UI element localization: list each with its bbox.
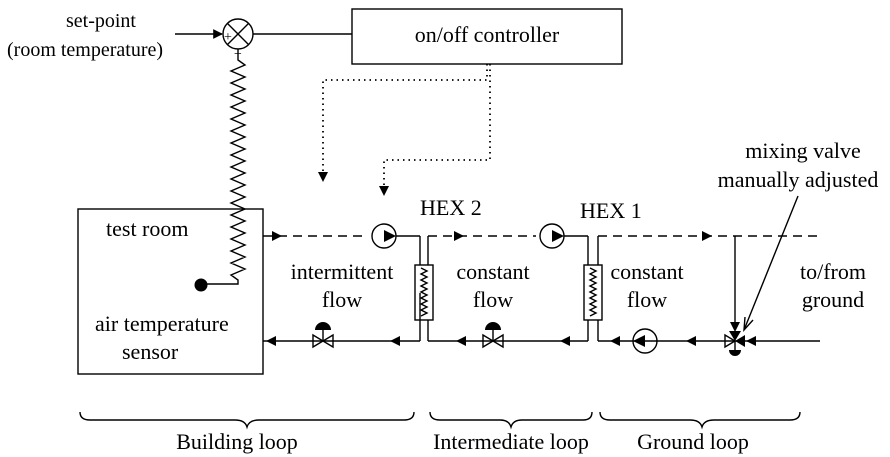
intermediate-loop-brace (429, 411, 593, 430)
heat-exchanger-hex1 (583, 264, 603, 321)
ground-return-arrow-right (746, 336, 756, 346)
air-sensor-label-line2: sensor (122, 339, 179, 364)
mixing-valve (724, 331, 745, 356)
intermediate-loop-label: Intermediate loop (433, 429, 589, 454)
setpoint-label-line2: (room temperature) (7, 39, 163, 61)
constant-flow-1-label-line2: flow (473, 287, 513, 312)
constant-flow-1-label-line1: constant (456, 259, 529, 284)
sensor-wire (202, 49, 247, 285)
on-off-valve-building-loop (312, 322, 334, 349)
building-return-arrow-right (390, 336, 400, 346)
intermediate-return-arrow-left (456, 336, 466, 346)
mixing-bypass-arrow (730, 322, 740, 332)
pump-ground-loop (632, 328, 658, 354)
control-signal-valve-arrowhead (318, 172, 328, 182)
intermediate-supply-arrow (454, 231, 464, 241)
air-temperature-sensor-dot (194, 278, 208, 292)
controller-label: on/off controller (415, 22, 560, 47)
building-loop-brace (79, 411, 415, 430)
mixing-valve-pointer (743, 195, 799, 331)
intermittent-flow-label-line2: flow (322, 287, 362, 312)
control-signal-to-pump (383, 64, 491, 186)
ground-return-arrow-left (610, 336, 620, 346)
to-from-ground-label-line2: ground (802, 287, 864, 312)
control-signal-pump-arrowhead (379, 186, 389, 196)
comparator-plus-sign: + (224, 30, 232, 45)
constant-flow-2-label-line2: flow (627, 287, 667, 312)
mixing-valve-label-line2: manually adjusted (718, 167, 879, 192)
air-sensor-label-line1: air temperature (95, 311, 229, 336)
intermediate-return-arrow-right (560, 336, 570, 346)
building-supply-arrow (272, 231, 282, 241)
ground-return-arrow-mid (686, 336, 696, 346)
building-return-arrow-left (266, 336, 276, 346)
hex2-label: HEX 2 (420, 195, 482, 220)
ground-loop-label: Ground loop (637, 429, 749, 454)
mixing-valve-label-line1: mixing valve (745, 138, 860, 163)
pump-building-loop (371, 223, 397, 249)
setpoint-label-line1: set-point (66, 10, 136, 32)
balancing-valve-intermediate-loop (482, 322, 504, 349)
test-room-label: test room (106, 216, 189, 241)
to-from-ground-label-line1: to/from (800, 259, 866, 284)
pump-intermediate-loop (539, 223, 565, 249)
ground-loop-brace (599, 411, 801, 430)
constant-flow-2-label-line1: constant (610, 259, 683, 284)
test-room-box (77, 208, 264, 375)
mixing-valve-pointer-head (743, 316, 754, 332)
ground-supply-arrow (702, 231, 712, 241)
control-signal-to-valve (322, 64, 488, 172)
hex1-label: HEX 1 (580, 198, 642, 223)
building-loop-label: Building loop (176, 429, 298, 454)
heat-exchanger-hex2 (414, 264, 434, 321)
intermittent-flow-label-line1: intermittent (291, 259, 394, 284)
